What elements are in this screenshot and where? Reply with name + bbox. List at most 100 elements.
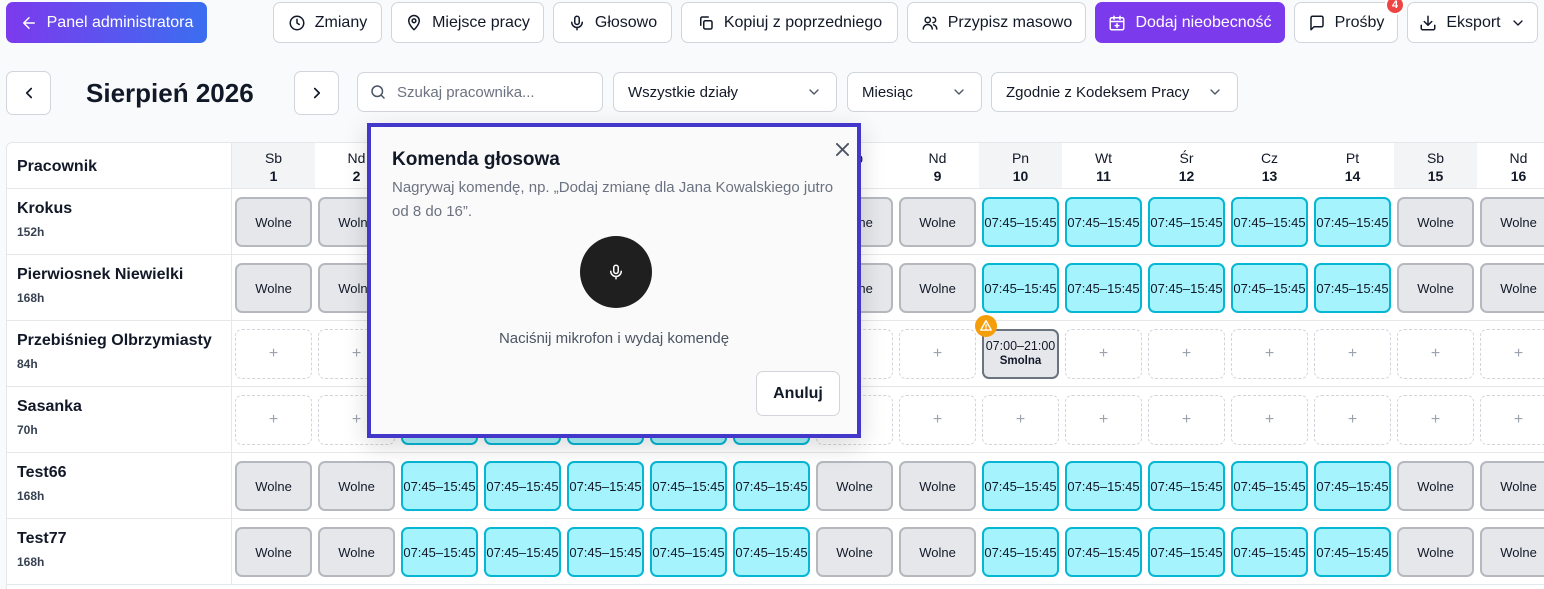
shift-cell[interactable]: 07:45–15:45 [1065, 197, 1142, 247]
day-off-cell[interactable]: Wolne [1397, 197, 1474, 247]
shift-cell[interactable]: 07:45–15:45 [567, 527, 644, 577]
shift-cell[interactable]: 07:45–15:45 [1231, 461, 1308, 511]
shift-cell[interactable]: 07:45–15:45 [1148, 527, 1225, 577]
day-date: 9 [933, 168, 942, 184]
employee-name: Test77 [17, 530, 67, 547]
copy-previous-button[interactable]: Kopiuj z poprzedniego [681, 2, 898, 43]
chevron-down-icon [951, 84, 967, 100]
workplace-button[interactable]: Miejsce pracy [391, 2, 544, 43]
shift-cell[interactable]: 07:45–15:45 [1231, 197, 1308, 247]
day-off-cell[interactable]: Wolne [1397, 263, 1474, 313]
add-shift-cell[interactable]: + [235, 395, 312, 445]
add-absence-button[interactable]: Dodaj nieobecność [1095, 2, 1285, 43]
add-shift-cell[interactable]: + [1397, 329, 1474, 379]
day-name: Pt [1345, 150, 1360, 166]
shift-cell[interactable]: 07:45–15:45 [1148, 197, 1225, 247]
shift-cell[interactable]: 07:45–15:45 [484, 461, 561, 511]
prev-month-button[interactable] [6, 71, 51, 115]
day-date: 13 [1261, 168, 1278, 184]
add-shift-cell[interactable]: + [1065, 329, 1142, 379]
shift-cell[interactable]: 07:45–15:45 [1148, 263, 1225, 313]
voice-button[interactable]: Głosowo [553, 2, 672, 43]
day-off-cell[interactable]: Wolne [1397, 461, 1474, 511]
search-input[interactable] [397, 83, 597, 101]
day-off-cell[interactable]: Wolne [235, 263, 312, 313]
add-shift-cell[interactable]: + [982, 395, 1059, 445]
shift-cell[interactable]: 07:45–15:45 [982, 263, 1059, 313]
day-off-cell[interactable]: Wolne [1480, 197, 1544, 247]
day-date: 10 [1012, 168, 1029, 184]
shift-cell[interactable]: 07:45–15:45 [484, 527, 561, 577]
bulk-assign-button[interactable]: Przypisz masowo [907, 2, 1086, 43]
add-shift-cell[interactable]: + [1480, 395, 1544, 445]
shift-cell[interactable]: 07:45–15:45 [1314, 461, 1391, 511]
shift-cell[interactable]: 07:45–15:45 [1231, 263, 1308, 313]
day-off-cell[interactable]: Wolne [899, 263, 976, 313]
row-divider [232, 584, 1544, 585]
shift-cell[interactable]: 07:45–15:45 [650, 461, 727, 511]
add-shift-cell[interactable]: + [1314, 329, 1391, 379]
microphone-button[interactable] [580, 236, 652, 308]
shift-location: Smolna [999, 355, 1042, 367]
add-shift-cell[interactable]: + [1314, 395, 1391, 445]
day-off-cell[interactable]: Wolne [899, 527, 976, 577]
day-off-cell[interactable]: Wolne [318, 527, 395, 577]
add-shift-cell[interactable]: + [1231, 329, 1308, 379]
day-off-cell[interactable]: Wolne [1480, 263, 1544, 313]
shift-cell[interactable]: 07:45–15:45 [733, 527, 810, 577]
compliance-select[interactable]: Zgodnie z Kodeksem Pracy [991, 72, 1238, 112]
arrow-left-icon [20, 14, 38, 32]
day-off-cell[interactable]: Wolne [1397, 527, 1474, 577]
cancel-button[interactable]: Anuluj [756, 371, 840, 416]
day-off-cell[interactable]: Wolne [318, 461, 395, 511]
admin-panel-button[interactable]: Panel administratora [6, 2, 207, 43]
shift-cell[interactable]: 07:45–15:45 [1314, 263, 1391, 313]
shift-cell[interactable]: 07:45–15:45 [1065, 461, 1142, 511]
shift-cell[interactable]: 07:45–15:45 [1314, 527, 1391, 577]
shift-cell[interactable]: 07:45–15:45 [401, 461, 478, 511]
shift-cell[interactable]: 07:45–15:45 [733, 461, 810, 511]
day-name: Cz [1260, 150, 1279, 166]
day-off-cell[interactable]: Wolne [235, 461, 312, 511]
requests-button[interactable]: Prośby 4 [1294, 0, 1405, 43]
day-off-cell[interactable]: Wolne [1480, 461, 1544, 511]
period-select[interactable]: Miesiąc [847, 72, 982, 112]
close-icon[interactable] [833, 140, 851, 158]
shift-cell[interactable]: 07:45–15:45 [982, 461, 1059, 511]
add-shift-cell[interactable]: + [235, 329, 312, 379]
chevron-down-icon [806, 84, 822, 100]
day-off-cell[interactable]: Wolne [899, 197, 976, 247]
add-shift-cell[interactable]: + [1231, 395, 1308, 445]
day-off-cell[interactable]: Wolne [1480, 527, 1544, 577]
day-name: Nd [1509, 150, 1528, 166]
add-shift-cell[interactable]: + [1065, 395, 1142, 445]
department-select[interactable]: Wszystkie działy [613, 72, 837, 112]
export-button[interactable]: Eksport [1407, 2, 1538, 43]
day-off-cell[interactable]: Wolne [899, 461, 976, 511]
shift-cell[interactable]: 07:45–15:45 [567, 461, 644, 511]
add-shift-cell[interactable]: + [1397, 395, 1474, 445]
warning-icon[interactable] [975, 315, 997, 337]
day-off-cell[interactable]: Wolne [816, 461, 893, 511]
next-month-button[interactable] [294, 71, 339, 115]
shift-cell[interactable]: 07:45–15:45 [401, 527, 478, 577]
add-shift-cell[interactable]: + [1148, 329, 1225, 379]
shift-cell[interactable]: 07:45–15:45 [1314, 197, 1391, 247]
shift-cell[interactable]: 07:45–15:45 [650, 527, 727, 577]
shift-cell[interactable]: 07:45–15:45 [982, 197, 1059, 247]
day-off-cell[interactable]: Wolne [816, 527, 893, 577]
day-off-cell[interactable]: Wolne [235, 527, 312, 577]
shift-cell[interactable]: 07:45–15:45 [1231, 527, 1308, 577]
day-off-cell[interactable]: Wolne [235, 197, 312, 247]
add-shift-cell[interactable]: + [1148, 395, 1225, 445]
shift-cell[interactable]: 07:45–15:45 [1148, 461, 1225, 511]
add-shift-cell[interactable]: + [899, 329, 976, 379]
add-shift-cell[interactable]: + [1480, 329, 1544, 379]
shift-cell[interactable]: 07:45–15:45 [982, 527, 1059, 577]
shift-cell[interactable]: 07:45–15:45 [1065, 527, 1142, 577]
shift-cell[interactable]: 07:45–15:45 [1065, 263, 1142, 313]
add-shift-cell[interactable]: + [899, 395, 976, 445]
shifts-button[interactable]: Zmiany [273, 2, 382, 43]
